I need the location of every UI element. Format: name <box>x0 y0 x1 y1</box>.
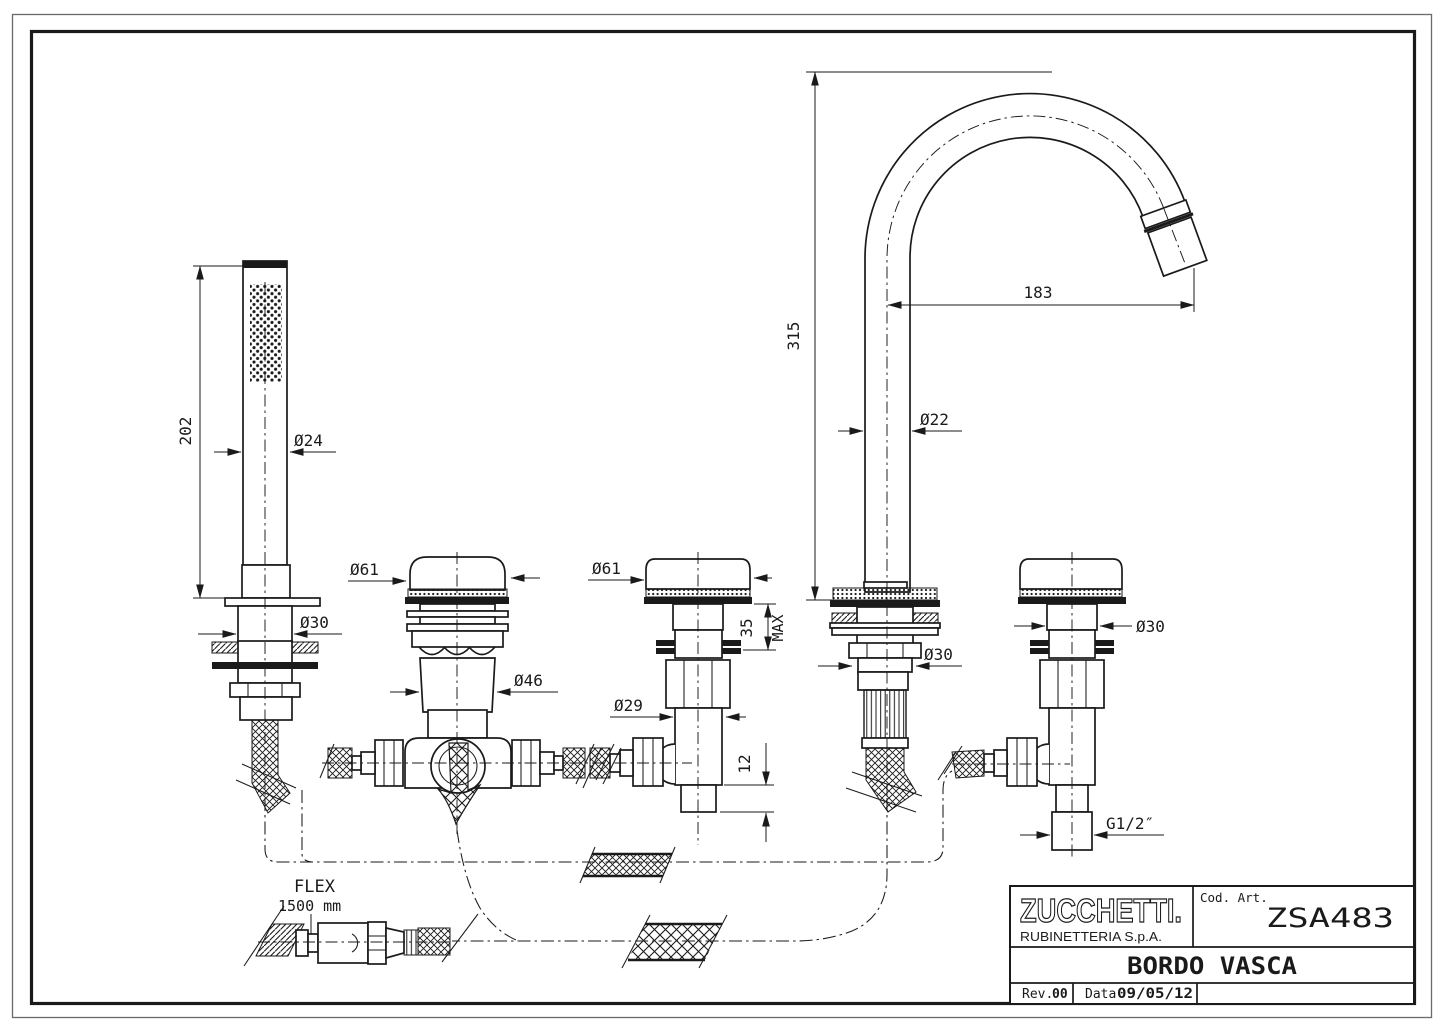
centerlines <box>258 115 1187 943</box>
dim-shower-head-diameter: Ø24 <box>214 431 336 456</box>
dim-label-o29: Ø29 <box>614 696 643 715</box>
dim-shower-length: 202 <box>176 265 245 599</box>
date-label: Data <box>1085 987 1116 1002</box>
hose-routing-lines <box>264 770 953 942</box>
dim-spout-reach: 183 <box>887 268 1195 312</box>
dim-label-35: 35 <box>737 618 756 637</box>
dim-label-o30-spout: Ø30 <box>924 645 953 664</box>
dim-label-o61-valve: Ø61 <box>592 559 621 578</box>
flex-length-label: 1500 mm <box>278 897 341 915</box>
dim-label-o46: Ø46 <box>514 671 543 690</box>
dim-valve-body-diameter: Ø29 <box>610 696 746 721</box>
dim-spout-height: 315 <box>784 71 1052 601</box>
title-block: ZUCCHETTI. RUBINETTERIA S.p.A. Cod. Art.… <box>1009 885 1415 1005</box>
flex-connector: FLEX 1500 mm <box>243 877 479 967</box>
brand-logo: ZUCCHETTI. <box>1020 892 1182 929</box>
dim-label-o22: Ø22 <box>920 410 949 429</box>
dim-valve-outlet-length: 12 <box>720 743 774 842</box>
date-value: 09/05/12 <box>1117 986 1193 1002</box>
cod-art-label: Cod. Art. <box>1200 890 1268 905</box>
dim-label-202: 202 <box>176 417 195 446</box>
dim-label-o24: Ø24 <box>294 431 323 450</box>
diverter-valve <box>319 556 602 826</box>
spout <box>829 92 1208 813</box>
dim-label-max: MAX <box>769 614 787 641</box>
dim-deck-thickness: 35 MAX <box>737 603 787 651</box>
dim-label-315: 315 <box>784 322 803 351</box>
flex-label: FLEX <box>294 877 336 897</box>
dim-label-o61-diverter: Ø61 <box>350 560 379 579</box>
right-valve <box>937 558 1126 851</box>
dim-label-12: 12 <box>735 754 754 773</box>
sheet-frame <box>11 13 1433 1019</box>
brand-subtitle: RUBINETTERIA S.p.A. <box>1020 930 1162 944</box>
dim-spout-tube-diameter: Ø22 <box>838 410 962 435</box>
product-name: BORDO VASCA <box>1127 952 1298 980</box>
hose-section-marks <box>579 846 728 969</box>
dim-right-valve-diameter: Ø30 <box>1014 617 1165 636</box>
dim-label-g12: G1/2″ <box>1106 814 1154 833</box>
dim-connection-thread: G1/2″ <box>1020 814 1164 839</box>
dim-valve-handle-diameter: Ø61 <box>588 559 772 584</box>
dim-label-o30-shower: Ø30 <box>300 613 329 632</box>
dim-diverter-body-diameter: Ø46 <box>390 671 558 696</box>
hand-shower <box>211 260 321 814</box>
middle-valve <box>589 558 752 813</box>
dim-label-183: 183 <box>1024 283 1053 302</box>
rev-value: 00 <box>1052 987 1068 1002</box>
rev-label: Rev. <box>1022 987 1053 1002</box>
dim-shower-mount-diameter: Ø30 <box>198 613 342 638</box>
dim-spout-mount-diameter: Ø30 <box>818 645 962 670</box>
dim-diverter-handle-diameter: Ø61 <box>348 560 540 585</box>
cod-art-value: ZSA483 <box>1266 903 1394 934</box>
dim-label-o30-right: Ø30 <box>1136 617 1165 636</box>
